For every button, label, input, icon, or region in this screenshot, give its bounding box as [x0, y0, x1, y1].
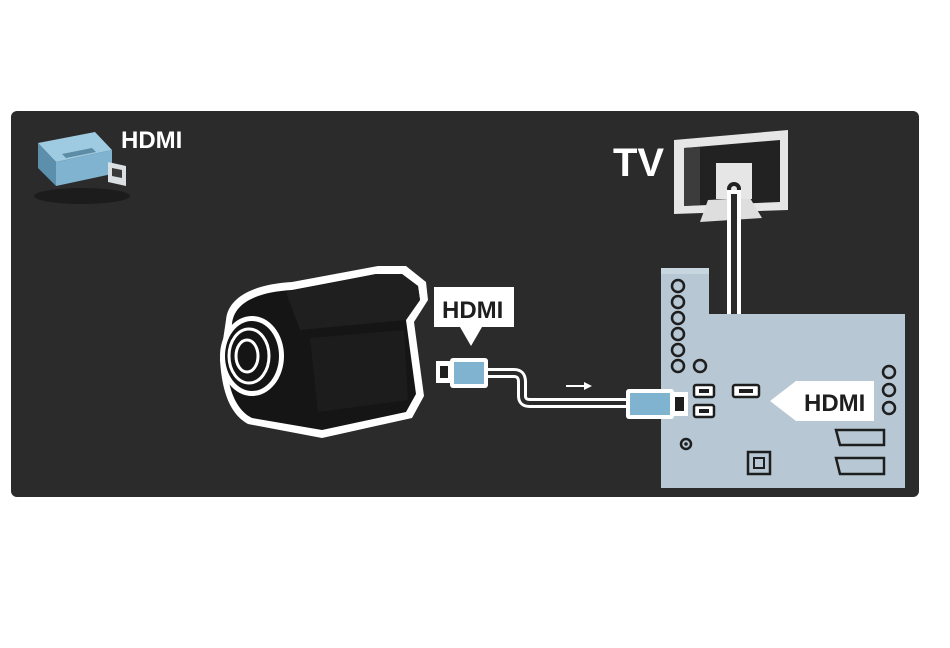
hdmi-plug-tv — [626, 389, 688, 419]
tv-label: TV — [613, 141, 664, 185]
port-hdmi-label: HDMI — [804, 390, 865, 417]
cable-hdmi-label: HDMI — [442, 297, 503, 324]
camcorder-icon — [220, 266, 428, 438]
corner-hdmi-label: HDMI — [121, 127, 182, 154]
